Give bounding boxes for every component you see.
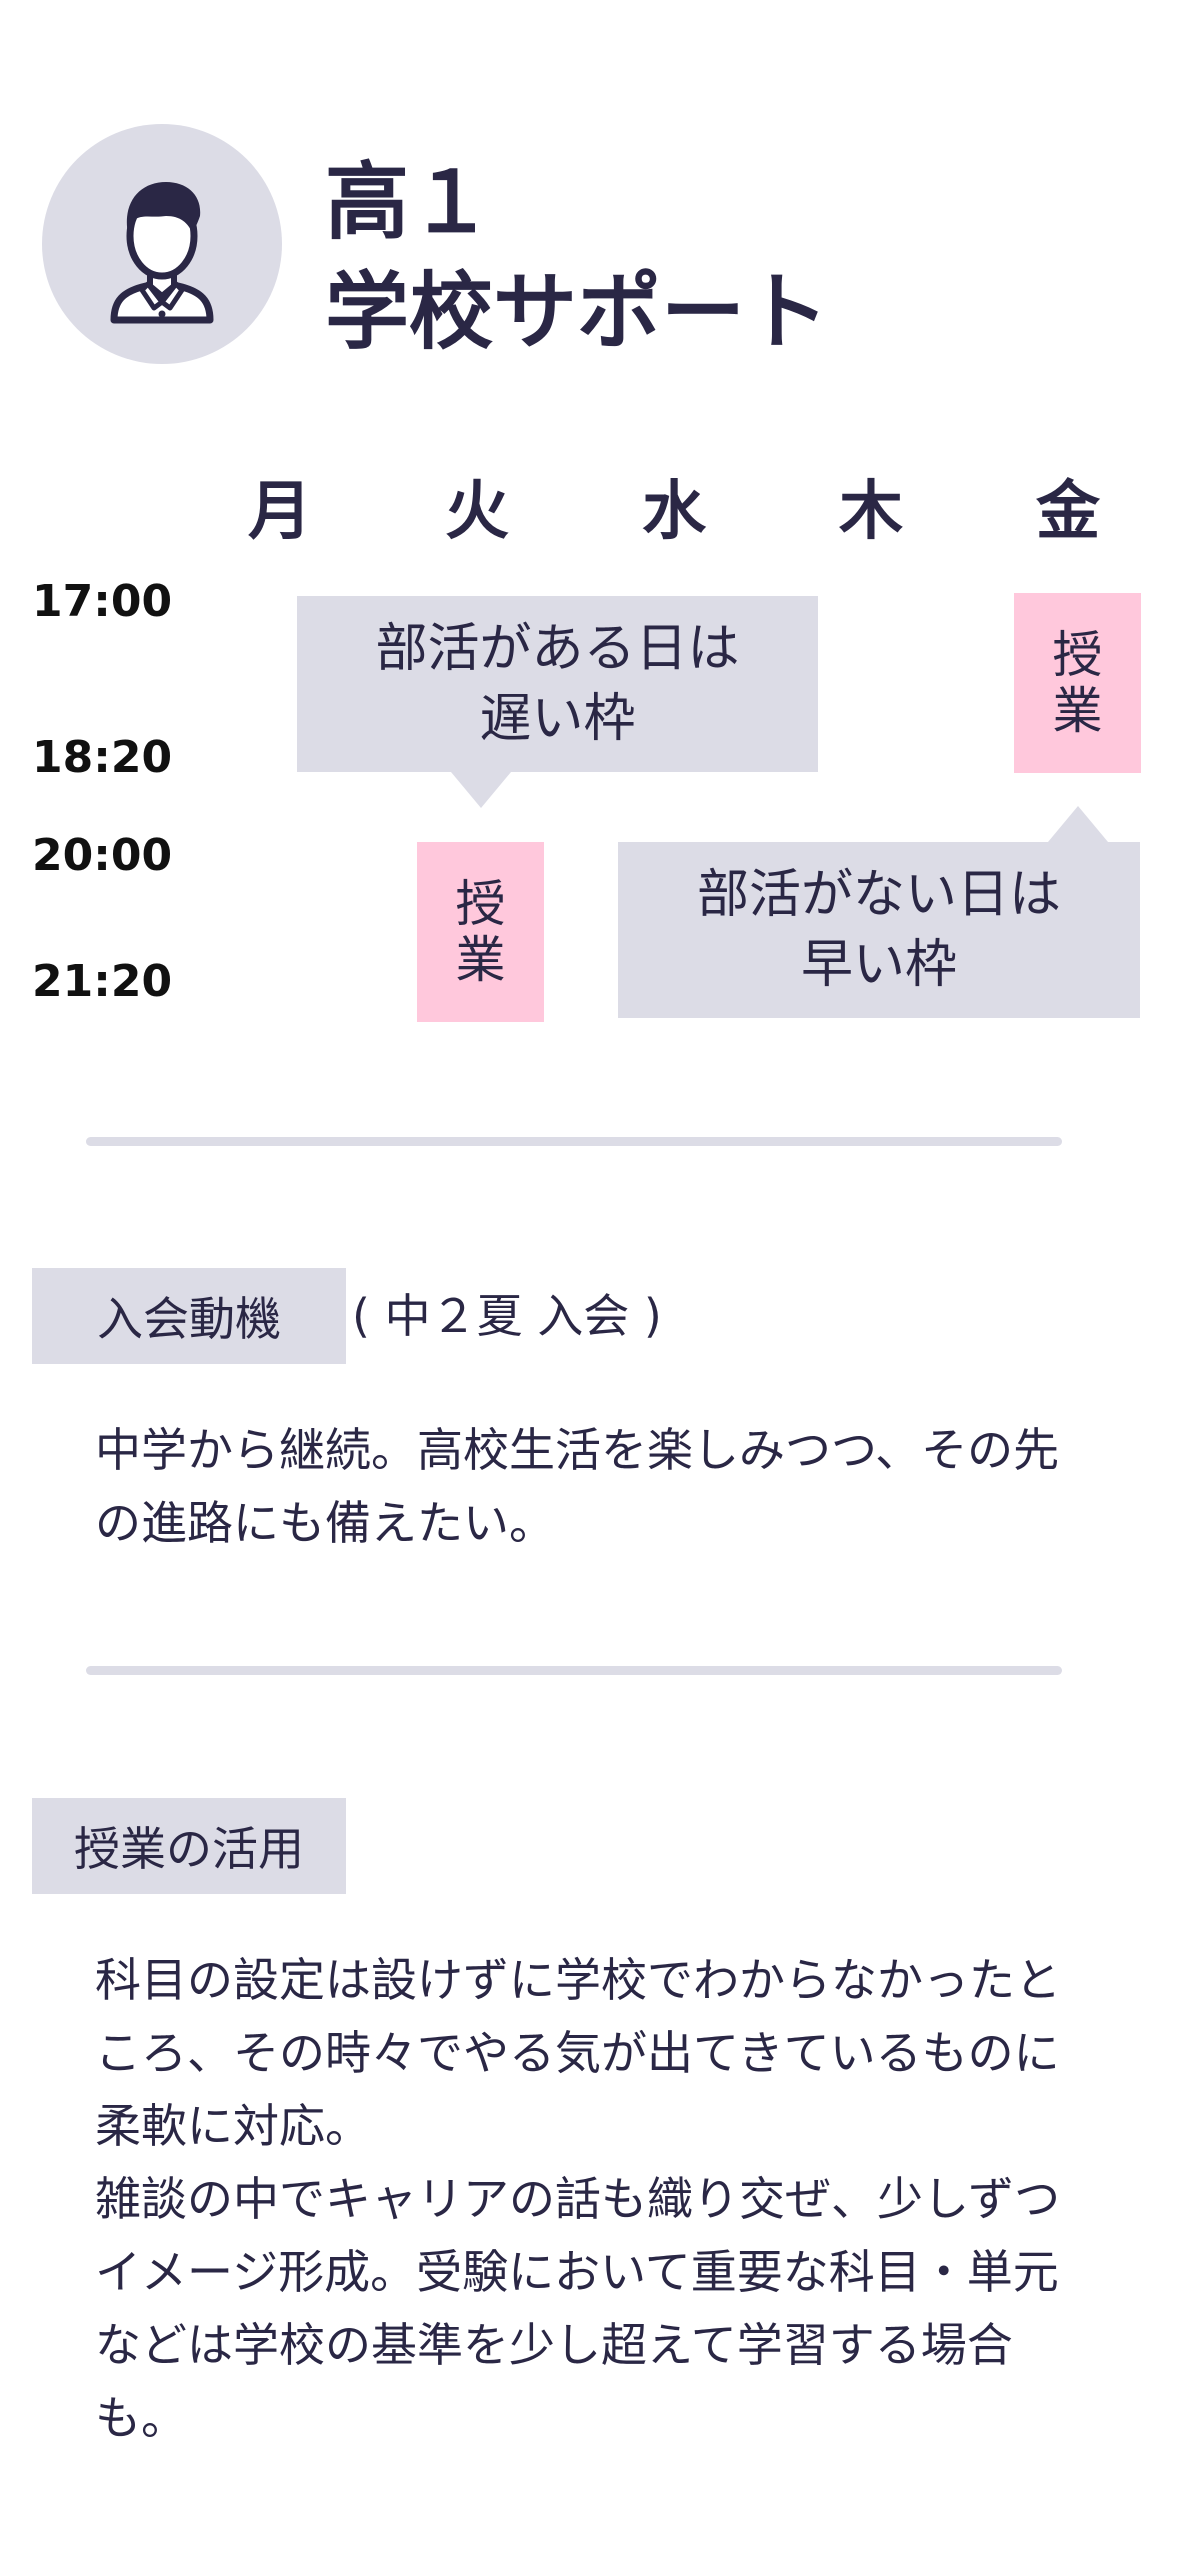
title-grade: 高１ [325,153,494,251]
motive-paragraph: 中学から継続。高校生活を楽しみつつ、その先の進路にも備えたい。 [95,1423,1060,1550]
class-block-tue: 授 業 [417,842,544,1022]
motive-text: 中学から継続。高校生活を楽しみつつ、その先の進路にも備えたい。 [95,1414,1070,1560]
early-callout-line2: 早い枠 [800,935,957,995]
early-slot-callout: 部活がない日は 早い枠 [618,842,1140,1018]
usage-paragraph-2: 雑談の中でキャリアの話も織り交ぜ、少しずつイメージ形成。受験において重要な科目・… [95,2172,1061,2445]
class-block-fri: 授 業 [1014,593,1141,773]
motive-join-note: ( 中２夏 入会 ) [352,1289,662,1343]
day-fri: 金 [1036,475,1100,549]
late-callout-line1: 部活がある日は [375,619,740,679]
student-avatar-icon [110,182,214,324]
day-thu: 木 [839,475,903,549]
avatar [42,124,282,364]
class-block-fri-char2: 業 [1052,682,1103,740]
usage-label: 授業の活用 [32,1798,346,1894]
class-block-fri-char1: 授 [1052,626,1103,684]
usage-text: 科目の設定は設けずに学校でわからなかったところ、その時々でやる気が出てきているも… [95,1944,1070,2455]
class-block-tue-char1: 授 [455,875,506,933]
usage-paragraph-1: 科目の設定は設けずに学校でわからなかったところ、その時々でやる気が出てきているも… [95,1953,1061,2153]
motive-label: 入会動機 [32,1268,346,1364]
day-tue: 火 [445,475,509,549]
time-1700: 17:00 [32,576,173,627]
time-2120: 21:20 [32,956,173,1007]
day-mon: 月 [248,475,312,549]
time-1820: 18:20 [32,732,173,783]
late-slot-callout: 部活がある日は 遅い枠 [297,596,818,772]
title-plan: 学校サポート [325,263,830,361]
late-callout-pointer [451,772,511,808]
day-wed: 水 [642,475,706,549]
late-callout-line2: 遅い枠 [479,689,636,749]
early-callout-line1: 部活がない日は [696,865,1061,925]
section-divider [86,1666,1062,1675]
time-2000: 20:00 [32,830,173,881]
early-callout-pointer [1048,806,1108,842]
class-block-tue-char2: 業 [455,931,506,989]
section-divider [86,1137,1062,1146]
